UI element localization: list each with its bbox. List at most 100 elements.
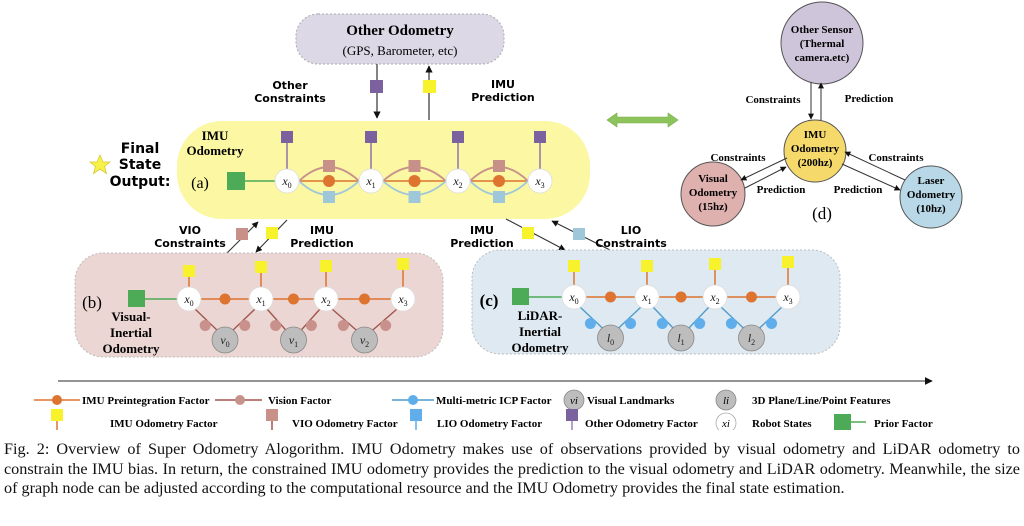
robot-state-label: x0 bbox=[183, 292, 193, 308]
other-sensor-label-1: Other Sensor bbox=[791, 24, 854, 36]
imu-prediction-b-label-1: IMU bbox=[310, 224, 334, 237]
landmark-node bbox=[211, 326, 239, 354]
landmark-factor bbox=[305, 319, 317, 331]
legend-label: Vision Factor bbox=[268, 395, 332, 407]
other-odometry-factor bbox=[534, 131, 546, 143]
legend-item-icp-factor: Multi-metric ICP Factor bbox=[392, 395, 552, 407]
imu-preintegration-factor bbox=[359, 293, 370, 305]
legend-label: Multi-metric ICP Factor bbox=[436, 395, 552, 407]
legend-label: Prior Factor bbox=[874, 418, 933, 430]
imu-preintegration-factor bbox=[408, 175, 421, 187]
vio-odometry-factor bbox=[493, 160, 505, 172]
robot-state-label: x3 bbox=[782, 290, 792, 306]
other-sensor-label-2: (Thermal bbox=[800, 38, 845, 50]
robot-state-label: x1 bbox=[255, 292, 265, 308]
landmark-factor bbox=[625, 317, 637, 329]
other-odometry-box: Other Odometry (GPS, Barometer, etc) bbox=[295, 13, 505, 65]
laser-d-label-1: Laser bbox=[918, 175, 945, 187]
landmark-factor bbox=[380, 319, 392, 331]
legend: IMU Preintegration Factor Vision Factor … bbox=[34, 389, 933, 430]
legend-item-lio-odometry-factor: LIO Odometry Factor bbox=[410, 409, 542, 430]
landmark-node bbox=[280, 326, 307, 354]
imu-preintegration-factor bbox=[746, 291, 757, 303]
robot-state-label: x2 bbox=[452, 174, 462, 190]
legend-label: Other Odometry Factor bbox=[585, 418, 698, 430]
imu-odometry-factor bbox=[397, 258, 409, 270]
final-state-label-3: Output: bbox=[110, 174, 171, 190]
final-state-label-1: Final bbox=[121, 141, 160, 157]
prior-factor-icon bbox=[512, 288, 529, 305]
panel-c-title-2: Inertial bbox=[519, 324, 561, 339]
imu-prediction-label-1: IMU bbox=[491, 78, 515, 91]
legend-item-vio-odometry-factor: VIO Odometry Factor bbox=[266, 409, 398, 430]
robot-state-node bbox=[248, 286, 274, 312]
landmark-label: l0 bbox=[607, 331, 614, 347]
vio-odometry-factor bbox=[408, 160, 421, 172]
legend-label: LIO Odometry Factor bbox=[437, 418, 542, 430]
legend-label: IMU Odometry Factor bbox=[110, 418, 218, 430]
landmark-factor bbox=[584, 317, 596, 329]
legend-item-imu-preintegration: IMU Preintegration Factor bbox=[34, 395, 210, 407]
robot-state-label: x3 bbox=[534, 174, 544, 190]
landmark-label: v2 bbox=[360, 333, 369, 349]
imu-odometry-factor-icon-c bbox=[522, 227, 534, 239]
imu-odometry-factor-icon-b bbox=[266, 227, 278, 239]
imu-d-label-3: (200hz) bbox=[798, 157, 833, 169]
robot-state-label: x2 bbox=[709, 290, 719, 306]
landmark-factor bbox=[766, 317, 778, 329]
panel-a-title-1: IMU bbox=[202, 128, 229, 143]
robot-state-node bbox=[358, 168, 384, 194]
imu-prediction-c-label-1: IMU bbox=[470, 224, 494, 237]
imu-odometry-factor bbox=[320, 260, 332, 272]
landmark-label: v1 bbox=[289, 333, 298, 349]
imu-odometry-factor bbox=[255, 261, 267, 273]
panel-c-title-1: LiDAR- bbox=[518, 308, 563, 323]
landmark-factor bbox=[270, 319, 282, 331]
prior-factor-icon bbox=[227, 172, 245, 190]
d-constraints-arrow-laser bbox=[844, 151, 906, 181]
other-odometry-factor bbox=[365, 131, 377, 143]
robot-state-node bbox=[634, 284, 660, 310]
imu-odometry-factor bbox=[709, 258, 721, 270]
lio-odometry-factor bbox=[493, 191, 505, 203]
imu-preintegration-factor bbox=[675, 291, 687, 303]
other-odometry-factor-icon bbox=[370, 80, 383, 93]
panel-c-title-3: Odometry bbox=[511, 340, 569, 355]
panel-b-title-1: Visual- bbox=[111, 309, 150, 324]
imu-prediction-b-label-2: Prediction bbox=[290, 237, 354, 250]
panel-c-tag: (c) bbox=[480, 291, 499, 310]
legend-label: Visual Landmarks bbox=[587, 395, 675, 407]
d-prediction-arrow-laser bbox=[841, 163, 901, 191]
landmark-label: l2 bbox=[748, 331, 755, 347]
star-icon bbox=[88, 153, 112, 175]
robot-state-label: x2 bbox=[320, 292, 330, 308]
robot-state-node bbox=[176, 286, 202, 312]
lio-odometry-factor bbox=[408, 191, 421, 203]
landmark-node bbox=[597, 324, 624, 352]
imu-preintegration-factor bbox=[219, 293, 231, 305]
vio-constraints-label-1: VIO bbox=[179, 224, 201, 237]
legend-item-visual-landmarks: vi Visual Landmarks bbox=[563, 389, 675, 411]
d-constraints-arrow-visual bbox=[740, 157, 788, 181]
d-prediction-left-label: Prediction bbox=[757, 184, 806, 196]
robot-state-node bbox=[775, 284, 801, 310]
vio-odometry-factor bbox=[323, 160, 335, 172]
d-prediction-right-label: Prediction bbox=[834, 184, 883, 196]
landmark-factor bbox=[337, 319, 349, 331]
figure-caption: Fig. 2: Overview of Super Odometry Alogo… bbox=[4, 440, 1020, 497]
legend-symbol: vi bbox=[570, 395, 578, 407]
panel-a-title-2: Odometry bbox=[186, 143, 244, 158]
legend-label: IMU Preintegration Factor bbox=[82, 395, 210, 407]
vio-constraints-label-2: Constraints bbox=[154, 237, 226, 250]
double-arrow-icon bbox=[606, 112, 679, 128]
legend-label: 3D Plane/Line/Point Features bbox=[752, 395, 891, 407]
legend-item-imu-odometry-factor: IMU Odometry Factor bbox=[51, 409, 218, 430]
robot-state-node bbox=[527, 168, 553, 194]
landmark-factor bbox=[239, 319, 251, 331]
other-sensor-label-3: camera.etc) bbox=[795, 52, 850, 64]
other-constraints-label-2: Constraints bbox=[254, 92, 326, 105]
super-odometry-diagram: Other Odometry (GPS, Barometer, etc) Oth… bbox=[34, 1, 963, 430]
legend-item-vision-factor: Vision Factor bbox=[215, 395, 332, 407]
legend-symbol: li bbox=[723, 395, 729, 407]
